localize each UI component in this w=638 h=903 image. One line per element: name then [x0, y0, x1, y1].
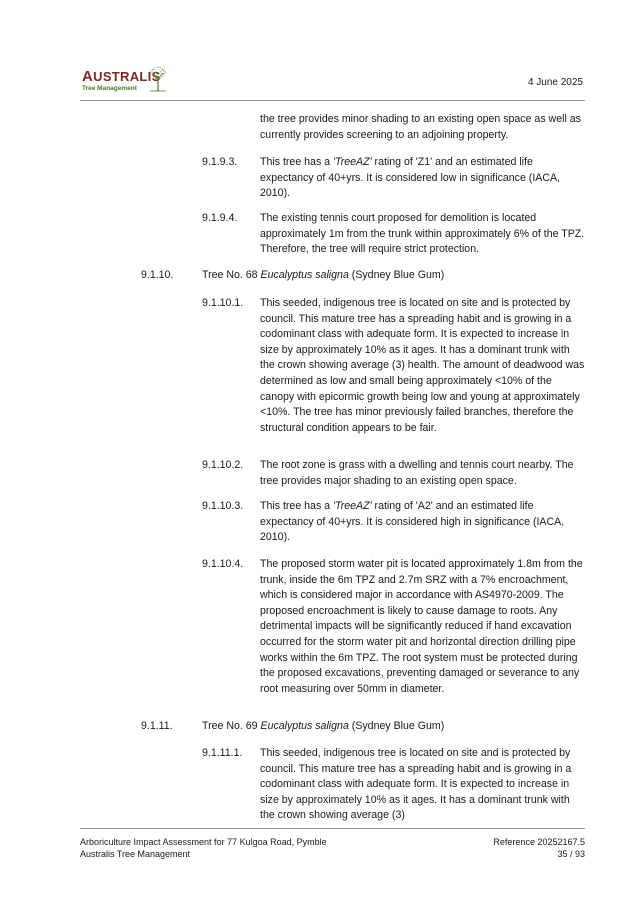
paragraph-9-1-9-3: This tree has a 'TreeAZ' rating of 'Z1' …: [260, 156, 561, 200]
paragraph-9-1-10-3: This tree has a 'TreeAZ' rating of 'A2' …: [260, 500, 565, 544]
footer-right: Reference 20252167.5 35 / 93: [493, 836, 585, 860]
footer-reference: Reference 20252167.5: [493, 837, 585, 847]
section-number: 9.1.11.: [141, 720, 173, 732]
section-number: 9.1.10.2.: [202, 459, 244, 471]
section-number: 9.1.10.4.: [202, 558, 244, 570]
footer-document-title: Arboriculture Impact Assessment for 77 K…: [80, 837, 327, 847]
section-number: 9.1.9.3.: [202, 156, 238, 168]
section-number: 9.1.10.1.: [202, 297, 244, 309]
tree-icon: [150, 66, 166, 92]
footer-company: Australis Tree Management: [80, 849, 191, 859]
section-number: 9.1.9.4.: [202, 212, 238, 224]
section-number: 9.1.10.: [141, 269, 174, 281]
company-logo: AUSTRALIS Tree Management: [80, 62, 190, 96]
header-rule: [80, 100, 585, 101]
tree-heading-68: Tree No. 68 Eucalyptus saligna (Sydney B…: [202, 269, 445, 281]
paragraph-9-1-10-4: The proposed storm water pit is located …: [260, 558, 583, 695]
tree-heading-69: Tree No. 69 Eucalyptus saligna (Sydney B…: [202, 720, 445, 732]
logo-subtitle: Tree Management: [82, 85, 137, 92]
paragraph-continued: the tree provides minor shading to an ex…: [260, 113, 581, 141]
footer-left: Arboriculture Impact Assessment for 77 K…: [80, 836, 327, 860]
logo-wordmark: AUSTRALIS: [82, 68, 161, 85]
footer-rule: [80, 828, 585, 829]
section-number: 9.1.10.3.: [202, 500, 244, 512]
page-header: AUSTRALIS Tree Management 4 June 2025: [80, 62, 585, 102]
paragraph-9-1-10-2: The root zone is grass with a dwelling a…: [260, 459, 574, 487]
paragraph-9-1-10-1: This seeded, indigenous tree is located …: [260, 297, 585, 434]
header-date: 4 June 2025: [527, 77, 583, 88]
page-number: 35 / 93: [557, 849, 585, 859]
section-number: 9.1.11.1.: [202, 747, 243, 759]
paragraph-9-1-9-4: The existing tennis court proposed for d…: [260, 212, 585, 256]
paragraph-9-1-11-1: This seeded, indigenous tree is located …: [260, 747, 572, 822]
